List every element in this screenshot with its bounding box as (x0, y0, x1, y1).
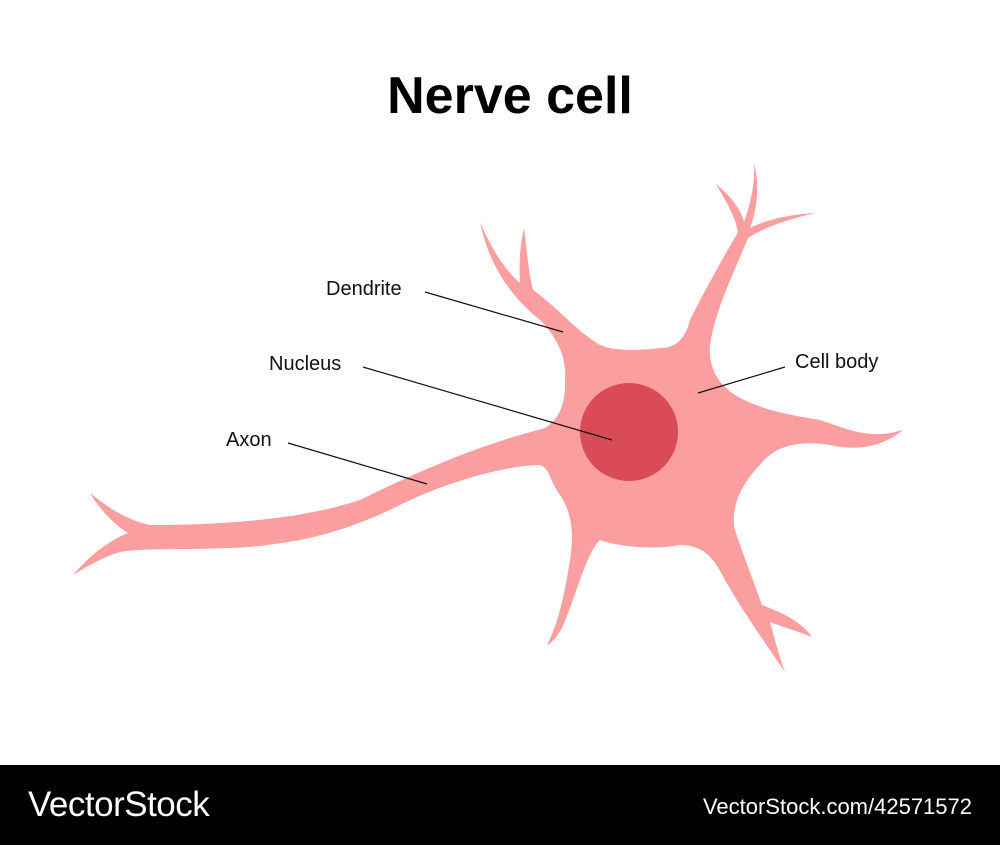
footer-bar: VectorStock VectorStock.com/42571572 (0, 765, 1000, 845)
label-nucleus: Nucleus (269, 353, 342, 375)
neuron-cell-shape (73, 163, 903, 672)
brand-logo: VectorStock (28, 785, 210, 824)
label-cell-body: Cell body (795, 351, 879, 373)
label-dendrite: Dendrite (326, 278, 402, 300)
axon-leader-line (287, 442, 428, 485)
nucleus-shape (580, 383, 678, 481)
cell-body-leader-line (697, 366, 786, 394)
label-axon: Axon (226, 429, 272, 451)
dendrite-leader-line (424, 291, 564, 333)
diagram-title: Nerve cell (387, 67, 633, 125)
image-url: VectorStock.com/42571572 (702, 794, 972, 819)
nucleus-leader-line (362, 366, 613, 441)
